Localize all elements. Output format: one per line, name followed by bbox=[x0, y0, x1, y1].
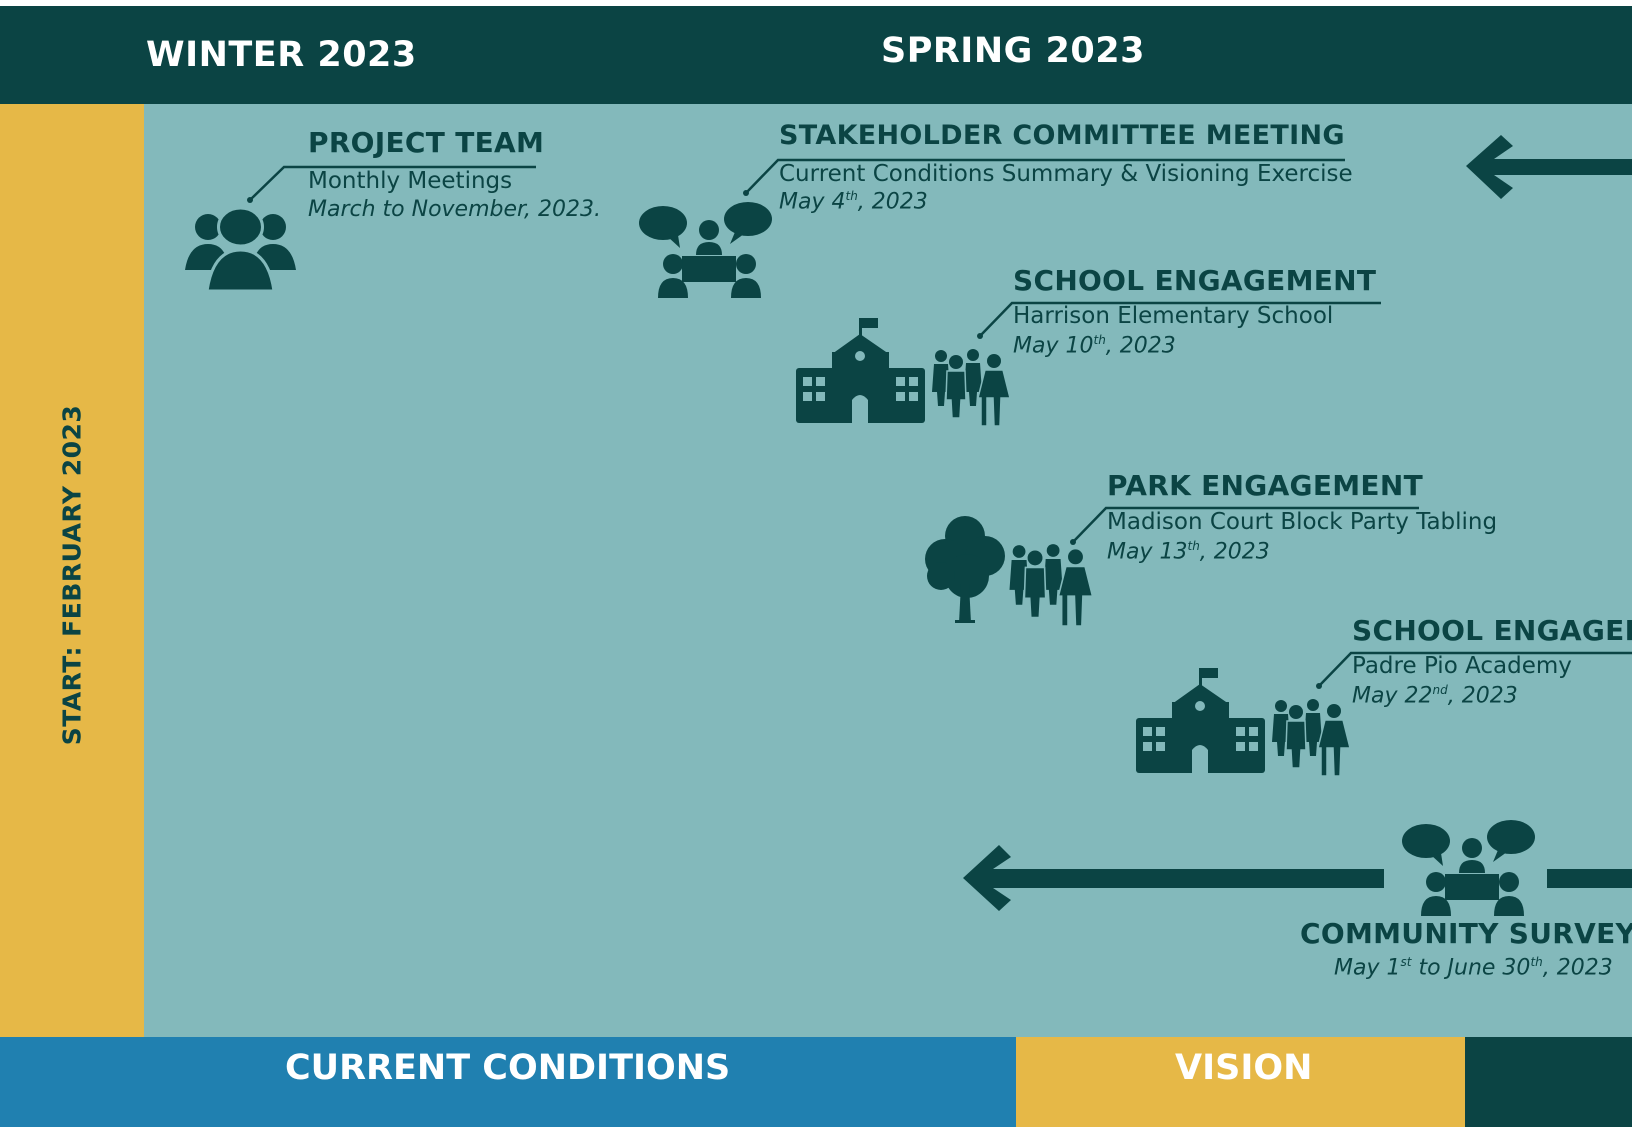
school-2-subtitle: Padre Pio Academy bbox=[1352, 653, 1572, 679]
season-spring: SPRING 2023 bbox=[881, 31, 1145, 71]
school-2-connector bbox=[1318, 651, 1632, 687]
phase-vision-bar bbox=[1016, 1037, 1465, 1127]
family-icon bbox=[1272, 699, 1351, 776]
phase-next-bar bbox=[1465, 1037, 1632, 1127]
stakeholder-date: May 4th, 2023 bbox=[779, 189, 928, 215]
meeting-icon bbox=[1402, 820, 1535, 916]
school-1-subtitle: Harrison Elementary School bbox=[1013, 303, 1334, 329]
school-2-title: SCHOOL ENGAGEM bbox=[1352, 614, 1632, 647]
school-icon bbox=[1136, 668, 1265, 773]
season-winter: WINTER 2023 bbox=[146, 35, 417, 75]
arrow-left-icon bbox=[1466, 135, 1632, 199]
phase-current-label: CURRENT CONDITIONS bbox=[285, 1048, 731, 1088]
family-icon bbox=[1009, 544, 1094, 626]
school-icon bbox=[796, 318, 925, 423]
meeting-icon bbox=[639, 202, 772, 298]
stakeholder-title: STAKEHOLDER COMMITTEE MEETING bbox=[779, 120, 1345, 151]
project-team-date: March to November, 2023. bbox=[308, 197, 602, 222]
school-1-title: SCHOOL ENGAGEMENT bbox=[1013, 264, 1377, 297]
project-team-title: PROJECT TEAM bbox=[308, 126, 545, 159]
stakeholder-connector bbox=[745, 158, 1345, 194]
group-icon bbox=[185, 206, 296, 292]
start-sidebar bbox=[0, 104, 144, 1037]
survey-date: May 1st to June 30th, 2023 bbox=[1334, 955, 1613, 981]
project-team-connector bbox=[249, 165, 536, 201]
survey-title: COMMUNITY SURVEY bbox=[1300, 917, 1632, 950]
stakeholder-subtitle: Current Conditions Summary & Visioning E… bbox=[779, 161, 1353, 187]
school-2-date: May 22nd, 2023 bbox=[1352, 683, 1518, 709]
park-title: PARK ENGAGEMENT bbox=[1107, 469, 1423, 502]
school-1-connector bbox=[979, 301, 1381, 337]
school-1-date: May 10th, 2023 bbox=[1013, 333, 1176, 359]
family-icon bbox=[932, 349, 1011, 426]
header-bar bbox=[0, 6, 1632, 104]
phase-vision-label: VISION bbox=[1175, 1048, 1313, 1088]
phase-current-bar bbox=[0, 1037, 1016, 1127]
project-team-subtitle: Monthly Meetings bbox=[308, 168, 513, 194]
arrow-left-icon bbox=[963, 845, 1632, 911]
park-date: May 13th, 2023 bbox=[1107, 539, 1270, 565]
tree-icon bbox=[925, 516, 1005, 623]
park-connector bbox=[1072, 506, 1419, 543]
park-subtitle: Madison Court Block Party Tabling bbox=[1107, 509, 1498, 535]
